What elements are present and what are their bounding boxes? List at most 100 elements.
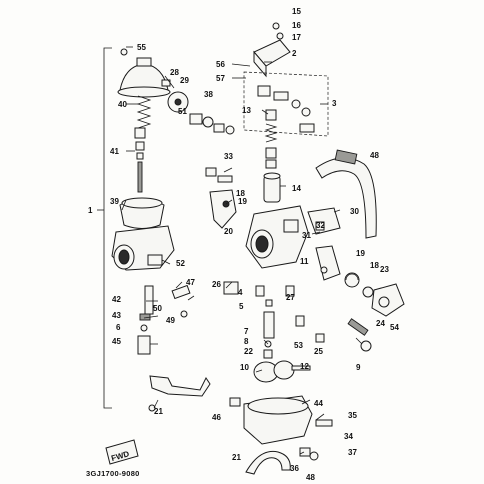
main-jet-tube <box>144 285 154 315</box>
part-code: 3GJ1700-9080 <box>86 469 140 478</box>
adjust-screw <box>205 167 217 177</box>
drain-hose <box>245 450 291 475</box>
callout-46: 46 <box>212 413 221 422</box>
idle-screw <box>223 281 239 295</box>
callout-34: 34 <box>344 432 353 441</box>
callout-54: 54 <box>390 323 399 332</box>
needle-holder <box>135 141 145 151</box>
callout-50: 50 <box>153 304 162 313</box>
callout-48: 48 <box>306 473 315 482</box>
front-mark: FWD <box>105 439 139 465</box>
callout-4: 4 <box>238 288 243 297</box>
top-cap <box>119 63 169 91</box>
top-cover-side <box>253 50 267 78</box>
throttle-lever <box>209 189 237 229</box>
callout-51: 51 <box>178 107 187 116</box>
callout-53: 53 <box>294 341 303 350</box>
bracket-screw <box>315 221 325 231</box>
needle-clip <box>134 127 146 139</box>
cam-washer <box>362 286 374 298</box>
callout-28: 28 <box>170 68 179 77</box>
callout-18: 18 <box>370 261 379 270</box>
cap-screw <box>136 57 152 67</box>
link-arm <box>213 123 225 133</box>
callout-45: 45 <box>112 337 121 346</box>
sensor-screw <box>320 266 328 274</box>
bowl-screw <box>229 397 241 407</box>
callout-12: 12 <box>300 362 309 371</box>
assembly-bracket <box>103 47 112 409</box>
callout-9: 9 <box>356 363 361 372</box>
link-washer <box>202 116 214 128</box>
callout-26: 26 <box>212 280 221 289</box>
jet-needle <box>137 161 143 193</box>
cap-base <box>117 86 171 98</box>
callout-18: 18 <box>236 189 245 198</box>
cap-bolt <box>120 48 128 56</box>
callout-49: 49 <box>166 316 175 325</box>
callout-38: 38 <box>204 90 213 99</box>
callout-11: 11 <box>300 257 309 266</box>
callout-25: 25 <box>314 347 323 356</box>
leader-lines <box>121 46 363 455</box>
plunger-bracket <box>299 123 315 133</box>
clip-small <box>180 310 188 318</box>
throttle-sensor <box>315 245 341 281</box>
callout-20: 20 <box>224 227 233 236</box>
cam-spring <box>344 272 360 288</box>
main-throat <box>255 235 269 253</box>
callout-22: 22 <box>244 347 253 356</box>
callout-7: 7 <box>244 327 249 336</box>
float-arm <box>291 365 311 371</box>
intake-throat <box>118 249 130 265</box>
drain-tube-clip <box>315 419 333 427</box>
diaphragm <box>121 197 163 209</box>
callout-47: 47 <box>186 278 195 287</box>
drain-screw <box>285 285 295 297</box>
needle-washer <box>136 152 144 160</box>
bracket-bolt <box>148 404 156 412</box>
plunger-nut <box>301 107 311 117</box>
drain-fitting <box>299 447 311 457</box>
starter-spring <box>264 123 278 143</box>
mounting-bracket <box>149 375 211 397</box>
callout-29: 29 <box>180 76 189 85</box>
cam-nut <box>378 296 390 308</box>
float-needle <box>347 318 369 336</box>
callout-1: 1 <box>88 206 93 215</box>
callout-56: 56 <box>216 60 225 69</box>
callout-37: 37 <box>348 448 357 457</box>
callout-33: 33 <box>224 152 233 161</box>
callout-57: 57 <box>216 74 225 83</box>
callout-13: 13 <box>242 106 251 115</box>
callout-42: 42 <box>112 295 121 304</box>
callout-19: 19 <box>238 197 247 206</box>
callout-43: 43 <box>112 311 121 320</box>
link-part <box>189 113 203 125</box>
callout-31: 31 <box>302 231 311 240</box>
valve-seat <box>265 299 273 307</box>
callout-55: 55 <box>137 43 146 52</box>
callout-14: 14 <box>292 184 301 193</box>
piston-top <box>263 172 281 180</box>
pulley-hub <box>174 98 182 106</box>
subassembly-box <box>243 71 329 137</box>
plunger-arm <box>273 91 289 101</box>
callout-15: 15 <box>292 7 301 16</box>
callout-2: 2 <box>292 49 297 58</box>
adjust-spring <box>217 175 233 183</box>
callout-16: 16 <box>292 21 301 30</box>
callout-labels: 5528295140384139152474243645504921151617… <box>88 7 399 482</box>
float-pin <box>171 284 191 300</box>
hose-clamp <box>334 149 358 165</box>
callout-39: 39 <box>110 197 119 206</box>
small-jet <box>315 333 325 343</box>
float-pin-leader <box>187 295 195 301</box>
callout-23: 23 <box>380 265 389 274</box>
callout-24: 24 <box>376 319 385 328</box>
link-nut <box>225 125 235 135</box>
callout-3: 3 <box>332 99 337 108</box>
pilot-jet <box>137 335 151 355</box>
